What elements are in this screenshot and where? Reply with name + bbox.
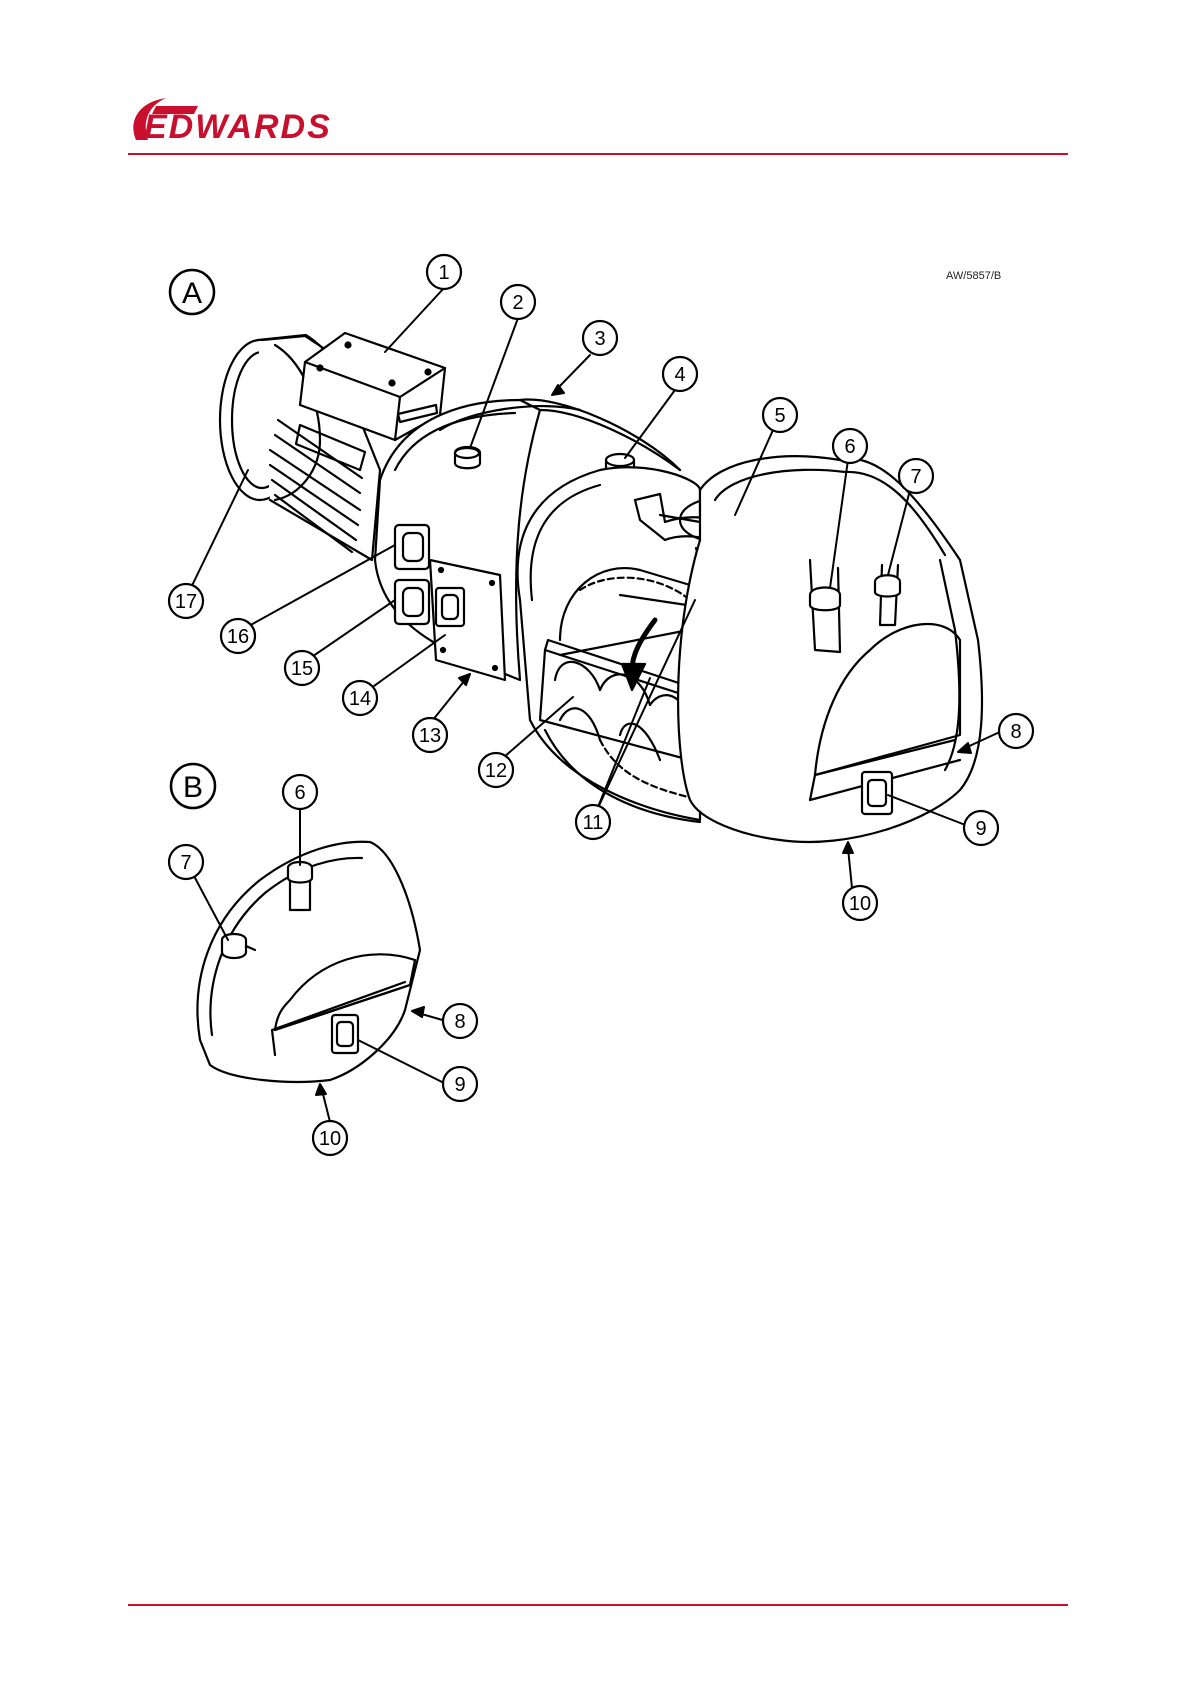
callout-9: 9 <box>975 818 986 840</box>
callout-11: 11 <box>583 812 604 834</box>
callout-b-10: 10 <box>319 1128 341 1150</box>
callout-12: 12 <box>485 760 507 782</box>
end-cover-b <box>198 842 421 1082</box>
callout-15: 15 <box>291 658 313 680</box>
callout-2: 2 <box>512 292 523 314</box>
view-b-label: B <box>183 771 203 804</box>
callout-5: 5 <box>774 405 785 427</box>
footer-rule <box>128 1604 1068 1606</box>
callout-3: 3 <box>594 328 605 350</box>
callout-1: 1 <box>438 262 449 284</box>
callout-13: 13 <box>419 725 441 747</box>
callout-16: 16 <box>227 626 249 648</box>
callout-17: 17 <box>175 591 197 613</box>
callout-b-6: 6 <box>294 782 305 804</box>
callout-7: 7 <box>910 466 921 488</box>
end-cover-a <box>678 456 982 842</box>
callout-10: 10 <box>849 893 871 915</box>
callout-b-7: 7 <box>180 852 191 874</box>
callout-b-8: 8 <box>454 1011 465 1033</box>
callout-14: 14 <box>349 688 371 710</box>
view-a-label: A <box>182 277 202 310</box>
callout-6: 6 <box>844 436 855 458</box>
callout-b-9: 9 <box>454 1074 465 1096</box>
callout-4: 4 <box>674 364 685 386</box>
callout-8: 8 <box>1010 721 1021 743</box>
